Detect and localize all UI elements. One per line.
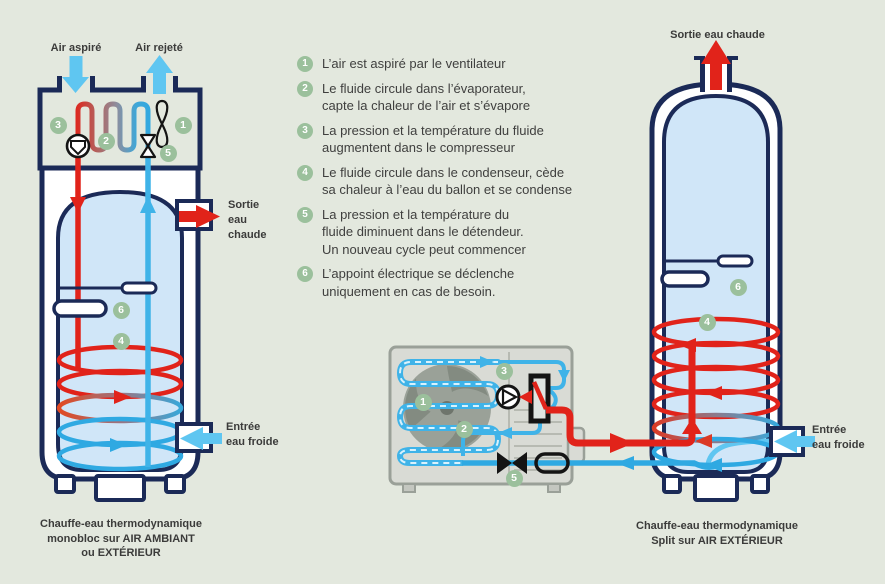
- badge-compressor: 3: [495, 362, 513, 380]
- legend-item: 3 La pression et la température du fluid…: [297, 122, 629, 157]
- monobloc-caption: Chauffe-eau thermodynamique monobloc sur…: [40, 518, 202, 559]
- step-number-badge: 5: [297, 206, 313, 223]
- flow-arrow: [682, 418, 702, 434]
- step-number-badge: 2: [297, 80, 313, 97]
- flow-arrow: [610, 433, 634, 453]
- legend-item-text: Le fluide circule dans l’évaporateur, ca…: [322, 80, 531, 114]
- thermostat-probe: [716, 254, 754, 268]
- hot-out-arrow-icon: [701, 40, 731, 90]
- tank-pedestal: [693, 474, 739, 502]
- flow-arrow: [498, 427, 512, 439]
- evaporator-coil: [75, 101, 151, 215]
- hot-feed-pipe: [546, 346, 696, 447]
- expansion-valve-icon: [497, 452, 527, 474]
- coil-flow-arrow: [114, 390, 131, 404]
- legend-item: 5 La pression et la température du fluid…: [297, 206, 629, 259]
- legend-item-text: L’appoint électrique se déclenche unique…: [322, 266, 515, 299]
- step-number-badge: 6: [297, 266, 313, 282]
- legend-item-text: La pression et la température du fluide …: [322, 206, 526, 257]
- legend-item: 4 Le fluide circule dans le condenseur, …: [297, 164, 629, 199]
- unit-evaporator-coil: [396, 359, 502, 466]
- monobloc-tank-diagram: [37, 55, 222, 502]
- badge-evaporator: 2: [455, 420, 473, 438]
- down-arrow-icon: [70, 197, 86, 213]
- tank-foot: [750, 474, 770, 494]
- hot-out-arrow-icon: [179, 205, 220, 228]
- legend-item-text: La pression et la température du fluide …: [322, 122, 544, 156]
- air-in-arrow-icon: [62, 56, 89, 93]
- badge-expansion-valve: 5: [505, 469, 523, 487]
- compressor-icon: [501, 388, 519, 406]
- filter-drier-icon: [534, 452, 570, 474]
- hot-water-out-label: Sortie eau chaude: [228, 199, 267, 241]
- tank-foot: [164, 474, 186, 494]
- electric-element: [660, 270, 710, 288]
- hot-gas-line: [531, 381, 549, 410]
- flow-arrow: [558, 370, 570, 382]
- tank-foot: [662, 474, 682, 494]
- badge-compressor: 3: [49, 116, 67, 134]
- air-out-arrow-icon: [146, 55, 173, 94]
- badge-expansion-valve: 5: [159, 144, 177, 162]
- cold-in-arrow-icon: [774, 430, 815, 453]
- step-number-badge: 1: [297, 56, 313, 72]
- unit-foot: [547, 483, 561, 493]
- thermostat-probe: [120, 281, 158, 295]
- air-out-label: Air rejeté: [135, 42, 183, 54]
- unit-foot: [402, 483, 416, 493]
- legend-item-text: Le fluide circule dans le condenseur, cè…: [322, 164, 573, 198]
- split-caption: Chauffe-eau thermodynamique Split sur AI…: [636, 520, 798, 547]
- coil-flow-arrow: [110, 438, 127, 452]
- hot-water-out-label: Sortie eau chaude: [670, 29, 765, 41]
- flow-arrow: [480, 356, 494, 368]
- badge-fan: 1: [174, 116, 192, 134]
- tank-foot: [54, 474, 76, 494]
- badge-electric-backup: 6: [112, 301, 130, 319]
- air-in-label: Air aspiré: [50, 42, 102, 54]
- coil-flow-arrow: [695, 434, 712, 448]
- split-tank-diagram: [649, 40, 815, 502]
- flow-arrow: [616, 456, 634, 470]
- legend-item: 6 L’appoint électrique se déclenche uniq…: [297, 265, 629, 300]
- tank-pedestal: [94, 474, 146, 502]
- compressor-icon: [70, 140, 86, 156]
- badge-fan: 1: [414, 393, 432, 411]
- step-number-badge: 4: [297, 164, 313, 181]
- expansion-valve-icon: [139, 133, 157, 159]
- cold-return-pipe: [462, 460, 717, 470]
- legend-item-text: L’air est aspiré par le ventilateur: [322, 56, 506, 71]
- flow-arrow: [519, 390, 532, 404]
- tank-water: [56, 189, 184, 472]
- badge-condenser: 4: [698, 313, 716, 331]
- electric-element: [52, 299, 108, 318]
- cold-water-in-label: Entrée eau froide: [812, 424, 865, 451]
- badge-evaporator: 2: [97, 132, 115, 150]
- process-legend: 1 L’air est aspiré par le ventilateur 2 …: [297, 55, 629, 307]
- legend-item: 2 Le fluide circule dans l’évaporateur, …: [297, 80, 629, 115]
- step-number-badge: 3: [297, 122, 313, 139]
- link-pipes: [462, 346, 717, 474]
- cold-water-in-label: Entrée eau froide: [226, 421, 279, 448]
- cold-in-arrow-icon: [180, 427, 222, 450]
- badge-condenser: 4: [112, 332, 130, 350]
- badge-electric-backup: 6: [729, 278, 747, 296]
- legend-item: 1 L’air est aspiré par le ventilateur: [297, 55, 629, 73]
- coil-flow-arrow: [705, 386, 722, 400]
- up-arrow-icon: [140, 196, 156, 213]
